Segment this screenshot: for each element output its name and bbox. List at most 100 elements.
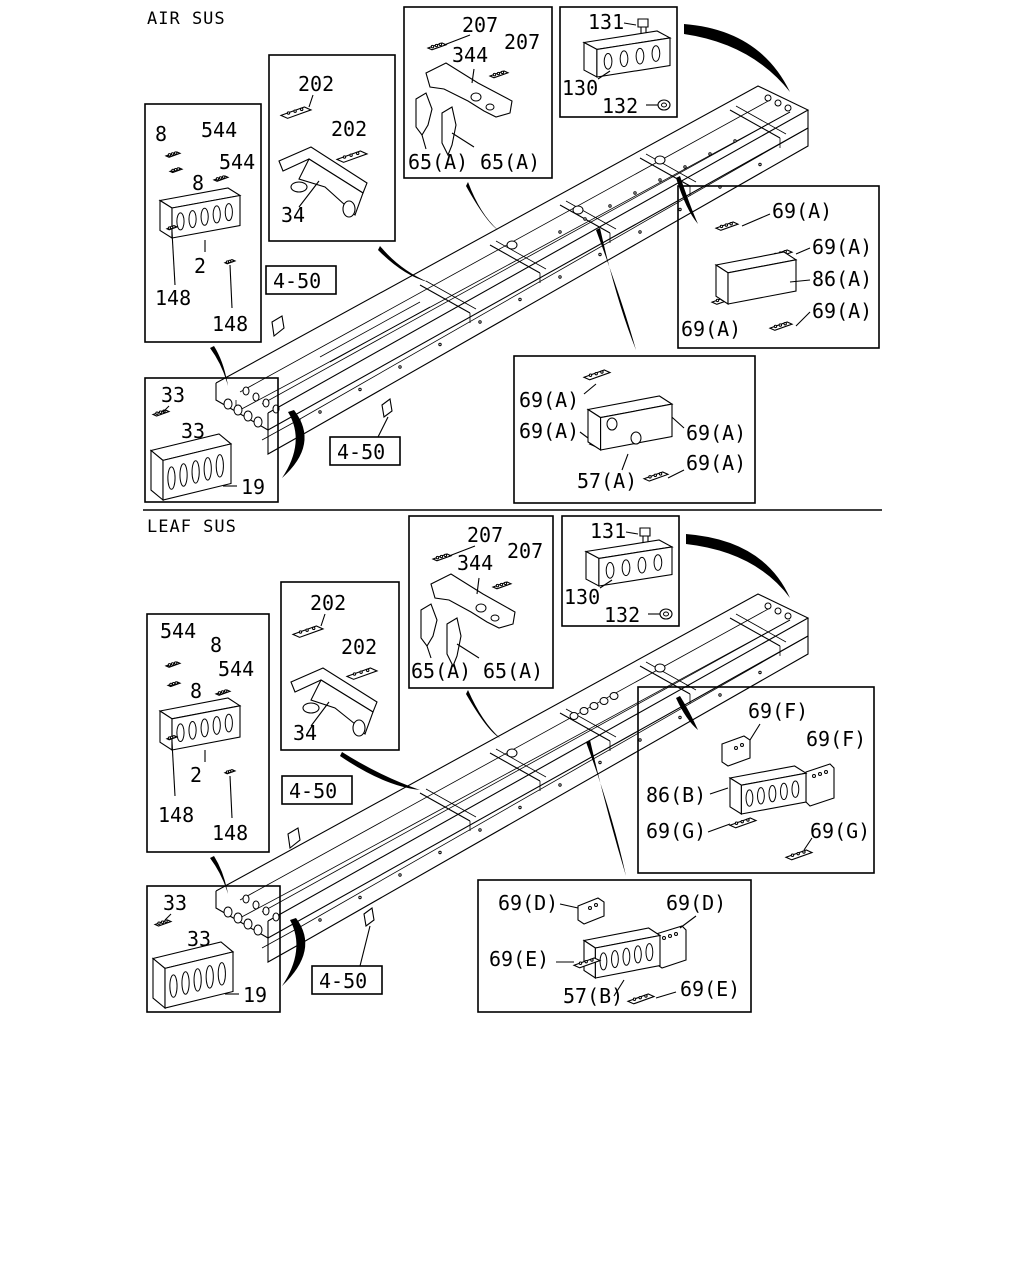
part-number-label: 33 bbox=[163, 891, 187, 915]
leader-line bbox=[613, 979, 625, 997]
callout-pointer bbox=[378, 246, 428, 282]
leader-line bbox=[421, 134, 427, 150]
leader-line bbox=[789, 279, 811, 283]
part-number-label: 544 bbox=[219, 150, 255, 174]
part-number-label: 69(A) bbox=[519, 388, 579, 412]
leader-line bbox=[795, 311, 811, 327]
part-number-label: 65(A) bbox=[483, 659, 543, 683]
callout-pointer bbox=[210, 346, 228, 386]
part-number-label: 69(E) bbox=[489, 947, 549, 971]
leader-line bbox=[583, 383, 597, 395]
callout-pointer bbox=[282, 918, 306, 986]
callout-box bbox=[408, 515, 554, 689]
callout-box bbox=[477, 879, 752, 1013]
cross-member bbox=[600, 403, 673, 451]
plate-part bbox=[279, 106, 313, 119]
part-number-label: 148 bbox=[155, 286, 191, 310]
part-number-label: 544 bbox=[160, 619, 196, 643]
callout-box bbox=[144, 103, 262, 343]
leader-line bbox=[803, 837, 813, 851]
part-number-label: 69(D) bbox=[666, 891, 726, 915]
reference-box-1 bbox=[265, 265, 337, 295]
part-number-label: 207 bbox=[462, 13, 498, 37]
part-number-label: 130 bbox=[562, 76, 598, 100]
part-number-label: 202 bbox=[298, 72, 334, 96]
callout-box bbox=[268, 54, 396, 242]
part-number-label: 57(A) bbox=[577, 469, 637, 493]
part-number-label: 86(A) bbox=[812, 267, 872, 291]
part-number-label: 207 bbox=[467, 523, 503, 547]
reference-box-2 bbox=[329, 436, 401, 466]
part-number-label: 69(A) bbox=[686, 451, 746, 475]
leader-line bbox=[456, 643, 480, 659]
leader-line bbox=[377, 416, 389, 438]
leader-line bbox=[621, 453, 629, 471]
callout-box bbox=[559, 6, 678, 118]
part-number-label: 34 bbox=[281, 203, 305, 227]
part-number-label: 69(A) bbox=[686, 421, 746, 445]
part-number-label: 130 bbox=[564, 585, 600, 609]
callout-pointer bbox=[686, 534, 790, 598]
callout-box bbox=[280, 581, 400, 751]
leader-line bbox=[749, 723, 761, 741]
part-number-label: 2 bbox=[194, 254, 206, 278]
bolt-part bbox=[639, 527, 651, 537]
callout-pointer bbox=[340, 752, 420, 790]
callout-pointer bbox=[676, 696, 698, 730]
part-number-label: 69(A) bbox=[519, 419, 579, 443]
part-number-label: 207 bbox=[507, 539, 543, 563]
part-number-label: 33 bbox=[161, 383, 185, 407]
leader-line bbox=[559, 903, 579, 909]
part-number-label: 8 bbox=[155, 122, 167, 146]
leader-line bbox=[359, 925, 371, 967]
part-number-label: 69(A) bbox=[681, 317, 741, 341]
leader-line bbox=[308, 94, 314, 108]
part-number-label: 132 bbox=[602, 94, 638, 118]
callout-pointer bbox=[596, 228, 636, 350]
part-number-label: 132 bbox=[604, 603, 640, 627]
callout-box bbox=[637, 686, 875, 874]
leader-line bbox=[426, 645, 432, 659]
reference-box-2 bbox=[311, 965, 383, 995]
leader-line bbox=[741, 213, 771, 227]
part-number-label: 8 bbox=[210, 633, 222, 657]
plate-part bbox=[335, 150, 369, 163]
leader-line bbox=[162, 405, 170, 413]
reference-label-2: 4-50 bbox=[319, 969, 367, 993]
part-number-label: 2 bbox=[190, 763, 202, 787]
part-number-label: 65(A) bbox=[411, 659, 471, 683]
part-number-label: 65(A) bbox=[408, 150, 468, 174]
callout-box bbox=[677, 185, 880, 349]
callout-box bbox=[146, 885, 281, 1013]
part-number-label: 8 bbox=[190, 679, 202, 703]
part-number-label: 148 bbox=[212, 821, 248, 845]
leader-line bbox=[229, 775, 233, 819]
part-number-label: 8 bbox=[192, 171, 204, 195]
section-leaf: LEAF SUS bbox=[147, 517, 810, 963]
leader-line bbox=[164, 913, 172, 921]
leader-line bbox=[623, 22, 637, 26]
part-number-label: 69(G) bbox=[810, 819, 870, 843]
reference-box-1 bbox=[281, 775, 353, 805]
callout-box bbox=[144, 377, 279, 503]
part-number-label: 131 bbox=[588, 10, 624, 34]
part-number-label: 57(B) bbox=[563, 984, 623, 1008]
part-number-label: 148 bbox=[158, 803, 194, 827]
callout-pointer bbox=[676, 176, 698, 224]
reference-boxes: 4-504-50 bbox=[265, 265, 401, 466]
cross-member bbox=[598, 546, 673, 587]
plate-part bbox=[345, 667, 379, 680]
part-number-label: 148 bbox=[212, 312, 248, 336]
callout-pointer bbox=[282, 410, 305, 478]
callout-pointer bbox=[210, 856, 228, 894]
part-number-label: 202 bbox=[341, 635, 377, 659]
callout-pointer bbox=[684, 24, 790, 92]
leader-line bbox=[451, 132, 475, 148]
